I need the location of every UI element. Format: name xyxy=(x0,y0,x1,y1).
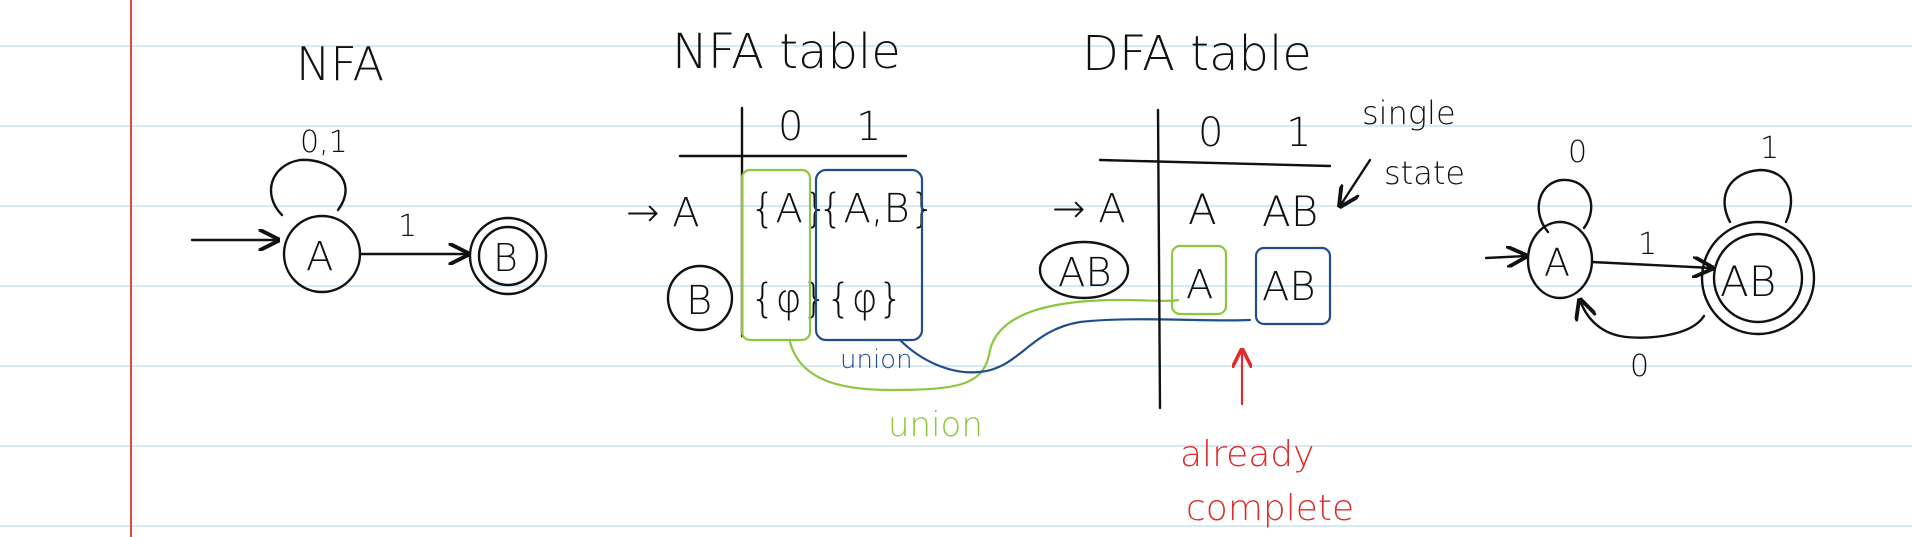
dfa-diagram: 0 A 1 0 1 AB xyxy=(1484,131,1816,384)
blue-union-group: union xyxy=(814,168,1332,375)
blue-union-label: union xyxy=(840,345,913,375)
blue-union-connector xyxy=(898,318,1252,374)
already-complete-line2: complete xyxy=(1186,488,1354,529)
dfa-cell-ab-1: AB xyxy=(1262,264,1316,310)
nfa-table: 0 1 → A {A} {A,B} B {φ} {φ} xyxy=(626,104,935,338)
nfa-loop-label: 0,1 xyxy=(300,125,348,160)
dfa-table-horizontal-rule xyxy=(1098,158,1332,168)
nfa-table-title: NFA table xyxy=(672,24,901,80)
nfa-row-b-state: B xyxy=(686,278,712,324)
nfa-loop-a xyxy=(269,158,347,217)
dfa-loop-ab xyxy=(1723,168,1793,224)
ruled-lines xyxy=(0,45,1912,527)
nfa-row-b-state-circle xyxy=(666,264,734,332)
dfa-state-a xyxy=(1526,220,1594,300)
nfa-state-b-label: B xyxy=(493,236,518,280)
dfa-state-ab-outer xyxy=(1700,220,1816,336)
already-complete-annotation: already complete xyxy=(1180,350,1354,529)
already-complete-line1: already xyxy=(1180,434,1314,475)
green-target-box xyxy=(1170,244,1228,316)
blue-target-box xyxy=(1254,246,1332,326)
green-union-label: union xyxy=(888,405,983,445)
green-union-connector xyxy=(788,298,1180,392)
nfa-header-1: 1 xyxy=(856,104,881,150)
dfa-table: 0 1 → A A AB AB A AB xyxy=(1038,108,1332,410)
dfa-row-ab-state-circle xyxy=(1038,240,1130,300)
dfa-state-ab-label: AB xyxy=(1720,257,1776,306)
dfa-edge-a-ab xyxy=(1590,262,1712,268)
dfa-row-a-state: → A xyxy=(1052,186,1126,232)
dfa-cell-ab-0: A xyxy=(1186,262,1213,308)
dfa-row-ab-state: AB xyxy=(1058,250,1112,296)
dfa-loop-a-label: 0 xyxy=(1568,135,1587,170)
dfa-loop-a xyxy=(1537,178,1593,234)
dfa-header-1: 1 xyxy=(1286,110,1311,156)
nfa-edge-label: 1 xyxy=(398,209,417,244)
dfa-edge-ab-a-label: 0 xyxy=(1630,349,1649,384)
dfa-state-a-label: A xyxy=(1544,241,1570,285)
dfa-cell-a-1: AB xyxy=(1262,187,1318,236)
dfa-table-title: DFA table xyxy=(1082,26,1312,82)
dfa-state-ab-inner xyxy=(1712,232,1804,324)
single-state-annotation: single state xyxy=(1340,94,1465,206)
nfa-state-b-inner xyxy=(477,225,539,287)
dfa-edge-ab-a xyxy=(1580,300,1706,339)
nfa-cell-b-0: {φ} xyxy=(750,276,827,322)
nfa-state-b-outer xyxy=(468,216,548,296)
nfa-row-a-state: → A xyxy=(626,190,700,236)
green-union-box xyxy=(740,168,812,342)
nfa-header-0: 0 xyxy=(778,104,803,150)
blue-union-box xyxy=(814,168,924,342)
single-state-arrow xyxy=(1340,158,1372,206)
dfa-header-0: 0 xyxy=(1198,110,1223,156)
dfa-edge-a-ab-label: 1 xyxy=(1638,227,1657,262)
single-state-line2: state xyxy=(1384,154,1465,192)
dfa-cell-a-0: A xyxy=(1188,185,1217,234)
nfa-cell-a-1: {A,B} xyxy=(818,186,935,232)
nfa-title: NFA xyxy=(296,37,384,91)
dfa-table-vertical-rule xyxy=(1156,108,1162,410)
dfa-loop-ab-label: 1 xyxy=(1760,131,1779,166)
nfa-diagram: 0,1 A 1 B xyxy=(190,125,548,296)
green-union-group: union xyxy=(740,168,1228,445)
nfa-cell-b-1: {φ} xyxy=(826,276,903,322)
dfa-start-arrow xyxy=(1484,256,1526,258)
single-state-line1: single xyxy=(1362,94,1456,132)
nfa-state-a-label: A xyxy=(306,234,333,280)
